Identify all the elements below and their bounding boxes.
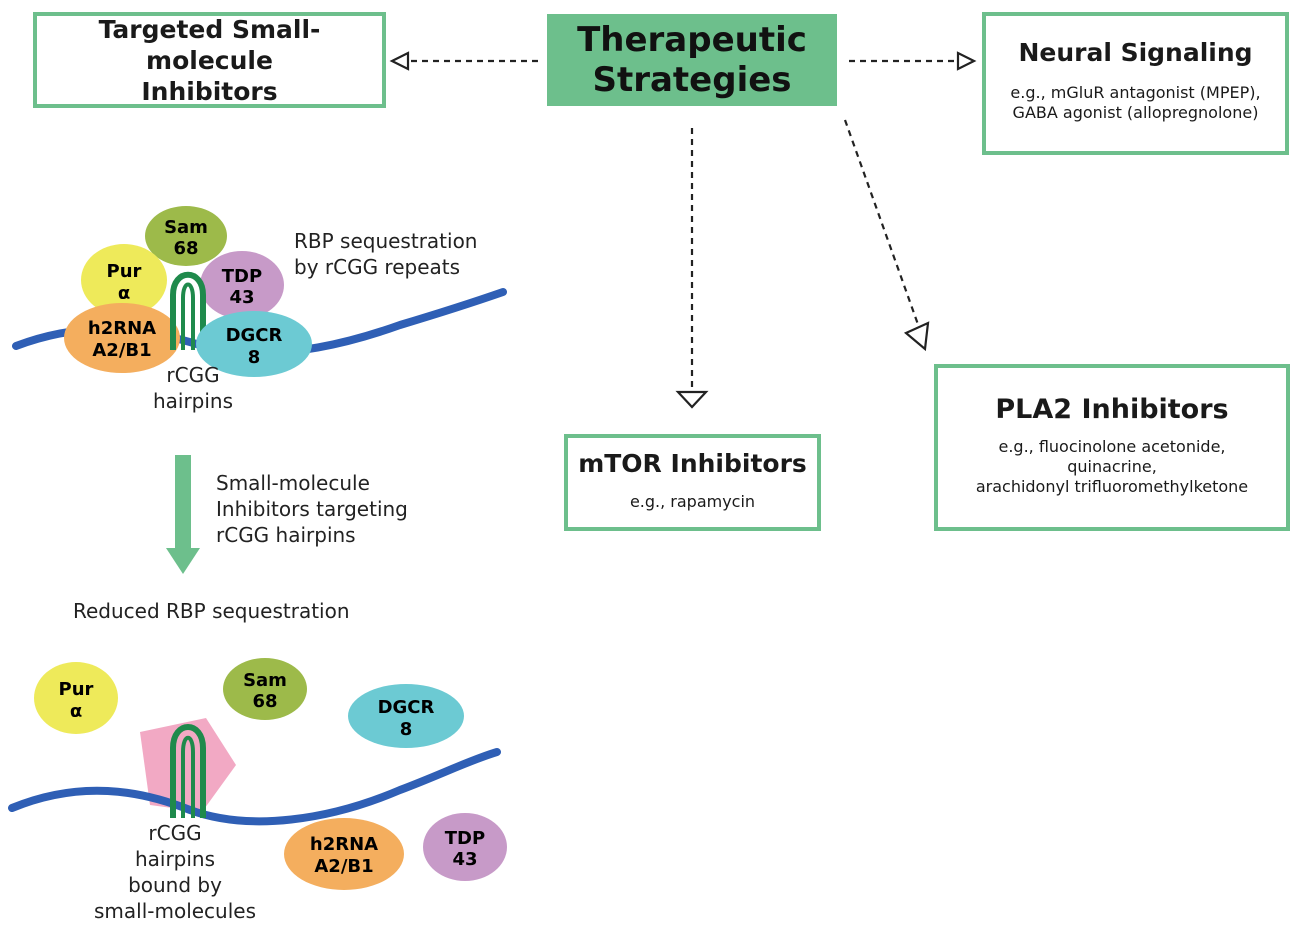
tdp43-label-top-2: 43 — [229, 287, 254, 308]
bound-hairpins-label: rCGG hairpins bound by small-molecules — [80, 820, 270, 924]
small-molecule-inhibitors-box: Targeted Small-molecule Inhibitors — [33, 12, 386, 108]
therapeutic-strategies-box: Therapeutic Strategies — [547, 14, 837, 106]
mtor-line1: e.g., rapamycin — [629, 492, 756, 511]
arrow-label-line2: Inhibitors targeting — [216, 497, 408, 521]
h2rna-label-top-1: h2RNA — [88, 318, 156, 339]
small-molecule-title-line1: Targeted Small-molecule — [98, 14, 321, 75]
inhibitor-down-arrow — [166, 455, 200, 574]
pla2-line3: arachidonyl trifluoromethylketone — [975, 477, 1249, 496]
pur-label-bottom-2: α — [70, 701, 82, 722]
rbp-sequestration-line1: RBP sequestration — [294, 229, 478, 253]
h2rna-label-bottom-1: h2RNA — [310, 834, 378, 855]
rcgg-hairpin-top — [170, 271, 206, 350]
neural-signaling-box: Neural Signaling e.g., mGluR antagonist … — [982, 12, 1289, 155]
dgcr8-protein-top — [196, 311, 312, 377]
rna-strand-bottom — [8, 748, 501, 826]
sam68-protein-bottom — [223, 658, 307, 720]
tdp43-label-bottom-1: TDP — [445, 828, 485, 849]
bound-line3: bound by — [128, 873, 222, 897]
neural-signaling-line1: e.g., mGluR antagonist (MPEP), — [1010, 83, 1261, 102]
rcgg-hairpins-top-line2: hairpins — [152, 389, 234, 413]
small-molecule-shape — [140, 718, 236, 812]
small-molecule-arrow-label: Small-molecule Inhibitors targeting rCGG… — [216, 470, 408, 548]
tdp43-protein-bottom — [423, 813, 507, 881]
pur-alpha-protein-top — [81, 244, 167, 316]
pur-alpha-protein-bottom — [34, 662, 118, 734]
sam68-label-top-2: 68 — [173, 238, 198, 259]
rcgg-hairpins-top-line1: rCGG — [166, 363, 220, 387]
connector-arrows — [389, 51, 977, 409]
h2rna-label-top-2: A2/B1 — [92, 340, 151, 361]
rcgg-hairpins-label-top: rCGG hairpins — [130, 362, 256, 414]
dgcr8-label-top-2: 8 — [248, 347, 261, 368]
small-molecule-title-line2: Inhibitors — [141, 76, 278, 106]
neural-signaling-line2: GABA agonist (allopregnolone) — [1012, 103, 1259, 122]
pla2-inhibitors-box: PLA2 Inhibitors e.g., fluocinolone aceto… — [934, 364, 1290, 531]
arrow-label-line3: rCGG hairpins — [216, 523, 356, 547]
arrowhead-neural — [956, 51, 977, 71]
tdp43-label-bottom-2: 43 — [452, 849, 477, 870]
dgcr8-label-bottom-2: 8 — [400, 719, 413, 740]
pur-label-bottom-1: Pur — [59, 679, 94, 700]
dgcr8-label-top-1: DGCR — [226, 325, 283, 346]
sam68-label-top-1: Sam — [164, 217, 208, 238]
sam68-label-bottom-1: Sam — [243, 670, 287, 691]
pur-label-top-1: Pur — [107, 261, 142, 282]
rbp-sequestration-line2: by rCGG repeats — [294, 255, 461, 279]
h2rna-protein-bottom — [284, 818, 404, 890]
arrow-label-line1: Small-molecule — [216, 471, 370, 495]
h2rna-protein-top — [64, 303, 180, 373]
reduced-sequestration-label: Reduced RBP sequestration — [73, 599, 350, 623]
sam68-label-bottom-2: 68 — [252, 691, 277, 712]
dgcr8-label-bottom-1: DGCR — [378, 697, 435, 718]
sam68-protein-top — [145, 206, 227, 266]
arrowhead-small-molecule — [389, 51, 410, 71]
pur-label-top-2: α — [118, 283, 130, 304]
mtor-inhibitors-box: mTOR Inhibitors e.g., rapamycin — [564, 434, 821, 531]
dgcr8-protein-bottom — [348, 684, 464, 748]
pla2-line2: quinacrine, — [1067, 457, 1157, 476]
pla2-line1: e.g., fluocinolone acetonide, — [998, 437, 1226, 456]
pla2-title: PLA2 Inhibitors — [995, 394, 1229, 425]
bound-line4: small-molecules — [93, 899, 257, 923]
mtor-title: mTOR Inhibitors — [578, 449, 807, 478]
tdp43-label-top-1: TDP — [222, 266, 262, 287]
bound-line2: hairpins — [134, 847, 216, 871]
arrowhead-mtor — [675, 390, 709, 409]
center-title-line2: Strategies — [592, 60, 792, 100]
tdp43-protein-top — [200, 251, 284, 319]
rcgg-hairpin-bottom — [170, 724, 206, 818]
arrow-to-pla2 — [843, 119, 922, 331]
center-title-line1: Therapeutic — [577, 20, 807, 60]
rbp-sequestration-label: RBP sequestration by rCGG repeats — [294, 228, 478, 280]
h2rna-label-bottom-2: A2/B1 — [314, 856, 373, 877]
bound-line1: rCGG — [148, 821, 202, 845]
neural-signaling-title: Neural Signaling — [1018, 38, 1253, 67]
arrowhead-pla2 — [903, 321, 930, 352]
